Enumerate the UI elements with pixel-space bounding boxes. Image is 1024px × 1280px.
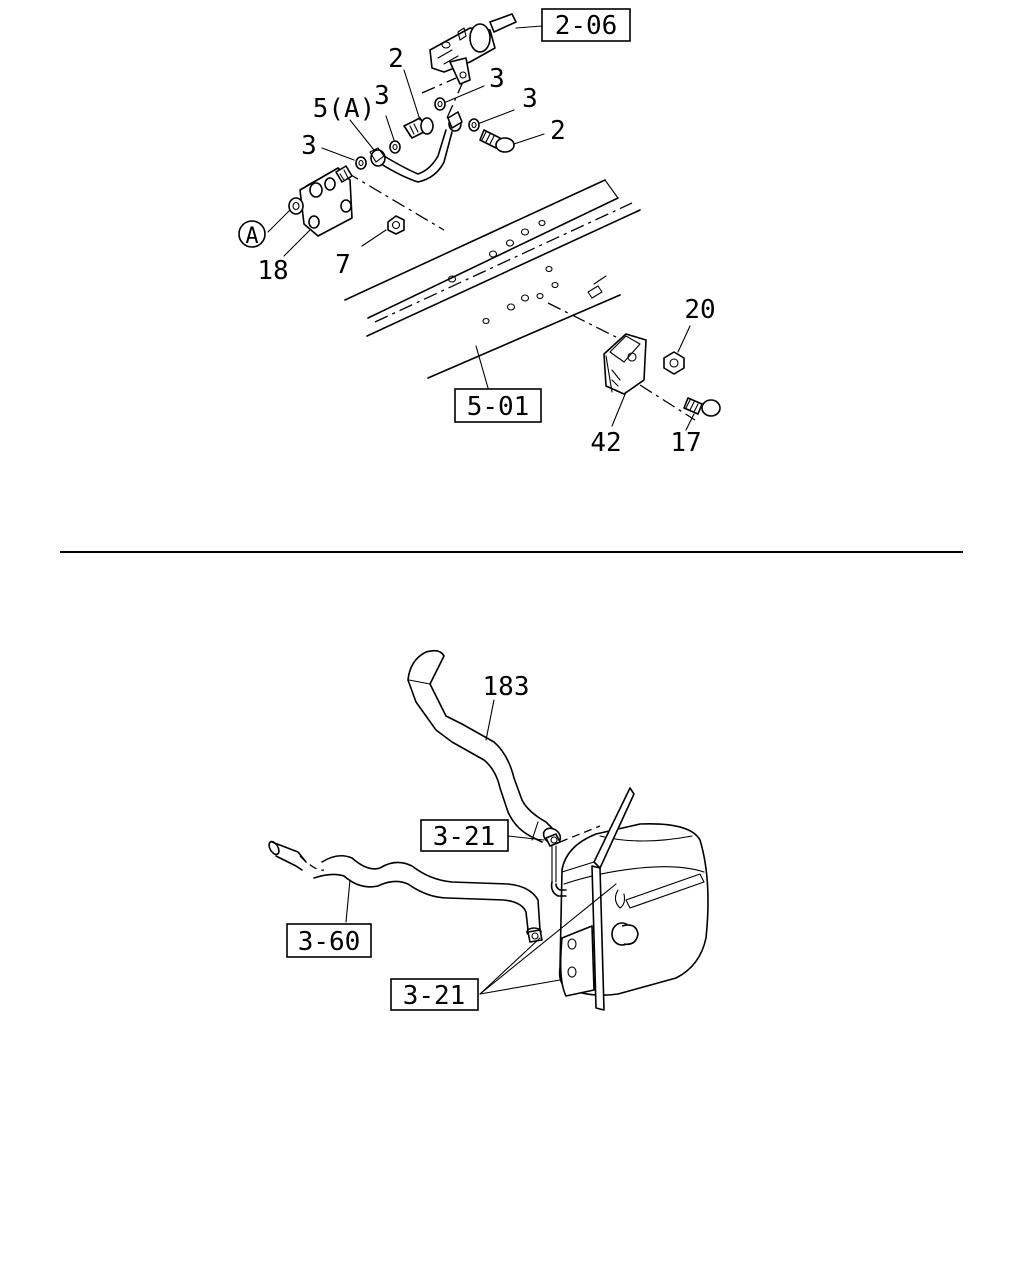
ref-box-3-21-top <box>420 819 509 852</box>
washer-3b <box>434 97 446 111</box>
callout-3-b: 3 <box>489 64 505 94</box>
ref-box-5-01 <box>454 388 542 423</box>
washer-3a <box>389 140 401 154</box>
top-diagram: 2-06 5-01 2 3 3 3 2 5(A) 3 A 18 7 20 42 … <box>238 8 721 458</box>
clutch-pipe <box>369 111 463 183</box>
clutch-master-cylinder <box>429 13 517 85</box>
bolt-2-upper <box>403 117 434 139</box>
bolt-17 <box>683 397 721 417</box>
callout-18: 18 <box>257 256 288 286</box>
valve-bracket-18 <box>288 165 353 237</box>
callout-3-a: 3 <box>374 81 390 111</box>
ref-label-3-21-top: 3-21 <box>433 822 496 852</box>
ref-box-2-06 <box>541 8 631 42</box>
callout-a-letter: A <box>245 224 258 249</box>
leader-lines-bottom <box>345 699 617 995</box>
ref-box-3-21-bottom <box>390 978 479 1011</box>
callout-a-circle <box>238 220 266 248</box>
callout-2-top: 2 <box>388 44 404 74</box>
clip-3-21-bottom <box>527 929 543 943</box>
ref-label-2-06: 2-06 <box>555 11 618 41</box>
washer-3c <box>468 118 480 132</box>
nut-20 <box>663 351 685 375</box>
clip-3-21-top <box>545 833 561 883</box>
leader-lines-top <box>267 25 695 431</box>
callout-42: 42 <box>590 428 621 458</box>
bolt-2-right <box>479 129 515 153</box>
callout-3-left: 3 <box>301 131 317 161</box>
callout-7: 7 <box>335 250 351 280</box>
ref-label-3-21-bottom: 3-21 <box>403 981 466 1011</box>
frame-rail <box>344 179 641 379</box>
callout-183: 183 <box>483 672 530 702</box>
callout-2-right: 2 <box>550 116 566 146</box>
ref-label-5-01: 5-01 <box>467 392 530 422</box>
bottom-diagram: 183 3-21 3-60 3-21 <box>268 649 709 1011</box>
ref-label-3-60: 3-60 <box>298 927 361 957</box>
washer-3-left <box>355 156 367 170</box>
hose-3-60 <box>268 840 542 937</box>
callout-17: 17 <box>670 428 701 458</box>
ref-box-3-60 <box>286 923 372 958</box>
callout-3-c: 3 <box>522 84 538 114</box>
bracket-42 <box>603 333 647 395</box>
nut-7 <box>387 215 405 235</box>
reservoir-tank <box>558 787 709 1011</box>
callout-5a: 5(A) <box>313 94 376 124</box>
callout-20: 20 <box>684 295 715 325</box>
